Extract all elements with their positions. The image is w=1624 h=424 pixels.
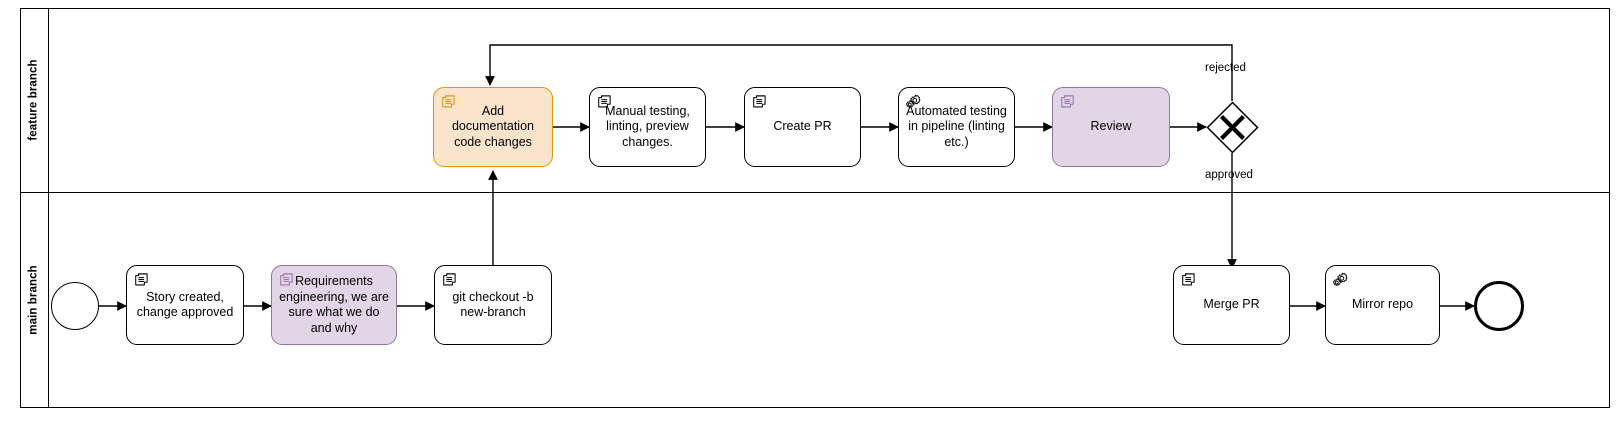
task-label: Merge PR — [1203, 297, 1260, 312]
service-task-gear-icon — [1333, 272, 1348, 286]
edge-label-approved: approved — [1205, 169, 1253, 181]
lane-label-feature-branch: feature branch — [20, 8, 48, 192]
task-label: Story created, change approved — [136, 289, 234, 320]
task-label: Add documentation code changes — [451, 103, 534, 149]
lane-divider — [20, 192, 1610, 193]
task-mirror-repo[interactable]: Mirror repo — [1325, 265, 1440, 345]
task-merge-pr[interactable]: Merge PR — [1173, 265, 1290, 345]
manual-task-icon — [753, 95, 766, 108]
lane-label-main-branch: main branch — [20, 192, 48, 408]
task-add-documentation-code-changes[interactable]: Add documentation code changes — [433, 87, 553, 167]
lane-header-divider — [48, 8, 49, 408]
task-requirements-engineering[interactable]: Requirements engineering, we are sure wh… — [271, 265, 397, 345]
gateway-review-decision[interactable] — [1206, 101, 1259, 154]
task-label: Automated testing in pipeline (linting e… — [906, 103, 1007, 149]
manual-task-icon — [135, 273, 148, 286]
task-manual-testing[interactable]: Manual testing, linting, preview changes… — [589, 87, 706, 167]
task-automated-testing[interactable]: Automated testing in pipeline (linting e… — [898, 87, 1015, 167]
edge-label-rejected: rejected — [1205, 62, 1246, 74]
task-label: Review — [1090, 119, 1132, 134]
end-event[interactable] — [1474, 281, 1524, 331]
task-git-checkout[interactable]: git checkout -b new-branch — [434, 265, 552, 345]
task-review[interactable]: Review — [1052, 87, 1170, 167]
manual-task-icon — [1182, 273, 1195, 286]
manual-task-icon — [1061, 95, 1074, 108]
task-label: Manual testing, linting, preview changes… — [605, 103, 690, 149]
task-label: git checkout -b new-branch — [452, 289, 534, 320]
lane-label-feature-branch-text: feature branch — [28, 59, 41, 141]
pool-outline — [20, 8, 1610, 408]
task-label: Requirements engineering, we are sure wh… — [279, 274, 389, 335]
task-story-created[interactable]: Story created, change approved — [126, 265, 244, 345]
start-event[interactable] — [51, 282, 99, 330]
task-create-pr[interactable]: Create PR — [744, 87, 861, 167]
flow-gateway-rejected-to-add-docs — [485, 44, 1233, 101]
lane-label-main-branch-text: main branch — [28, 265, 41, 335]
task-label: Create PR — [773, 119, 832, 134]
task-label: Mirror repo — [1351, 297, 1414, 312]
manual-task-icon — [443, 273, 456, 286]
exclusive-gateway-x-icon — [1220, 115, 1245, 140]
